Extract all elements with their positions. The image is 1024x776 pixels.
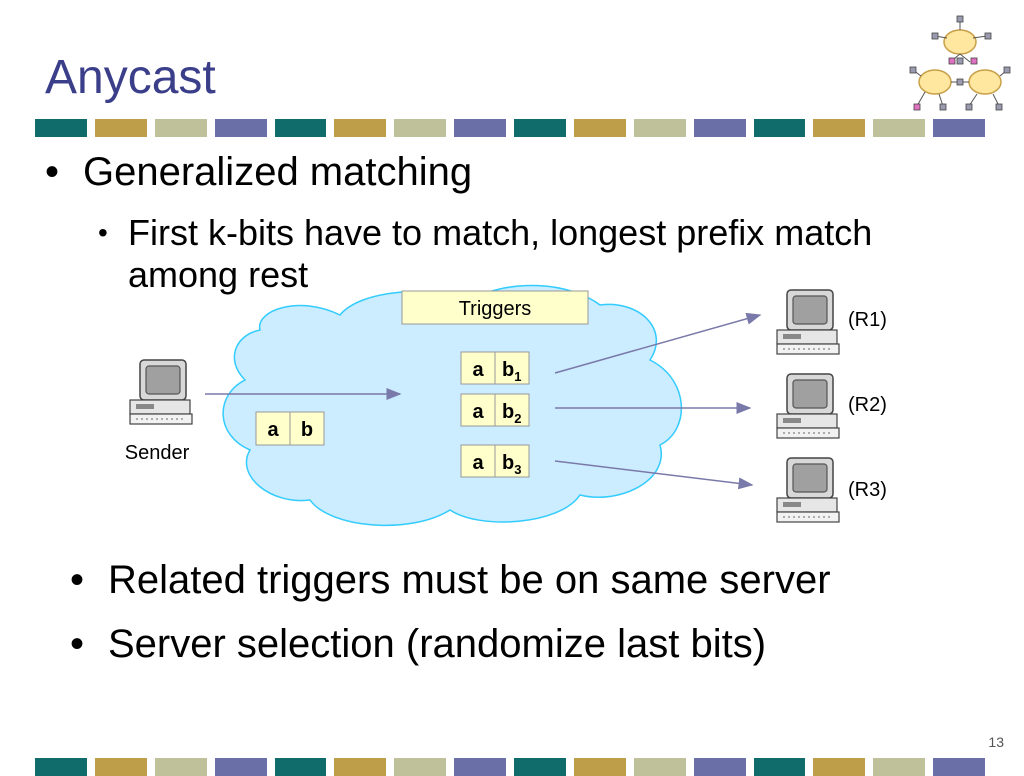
page-number: 13	[988, 734, 1004, 750]
trigger-3-b-label: b	[502, 452, 514, 474]
receiver-r3-label: (R3)	[848, 479, 887, 501]
packet-a-label: a	[267, 419, 279, 441]
svg-text:b2: b2	[502, 401, 521, 426]
arrow-trigger-1-to-r1	[554, 312, 762, 374]
triggers-label: Triggers	[459, 298, 532, 320]
trigger-box-3: a b3	[460, 444, 530, 478]
trigger-1-b-label: b	[502, 359, 514, 381]
packet-b-label: b	[301, 419, 313, 441]
network-logo-icon	[909, 15, 1011, 111]
receiver-r1-label: (R1)	[848, 309, 887, 331]
receiver-r2-computer-icon	[776, 373, 840, 439]
sender-computer-icon	[129, 359, 193, 425]
trigger-box-2: a b2	[460, 393, 530, 427]
sender-label: Sender	[125, 442, 190, 464]
slide-title: Anycast	[45, 51, 216, 104]
trigger-2-b-label: b	[502, 401, 514, 423]
decorative-color-bar-bottom	[35, 758, 985, 776]
trigger-1-a-label: a	[472, 359, 484, 381]
receiver-r2-label: (R2)	[848, 394, 887, 416]
bullet-icon: •	[70, 558, 85, 602]
receiver-r3-computer-icon	[776, 457, 840, 523]
svg-text:b3: b3	[502, 452, 521, 477]
trigger-3-a-label: a	[472, 452, 484, 474]
bullet-icon: •	[98, 217, 108, 248]
receiver-r1-computer-icon	[776, 289, 840, 355]
trigger-3-subscript: 3	[514, 462, 521, 477]
trigger-2-a-label: a	[472, 401, 484, 423]
trigger-1-subscript: 1	[514, 369, 521, 384]
arrow-trigger-3-to-r3	[554, 460, 754, 490]
packet-box: a b	[255, 411, 325, 446]
trigger-box-1: a b1	[460, 351, 530, 385]
svg-text:b1: b1	[502, 359, 521, 384]
bullet-icon: •	[70, 622, 85, 666]
bullet-icon: •	[45, 150, 60, 194]
decorative-color-bar-top	[35, 119, 985, 137]
triggers-label-box	[401, 290, 589, 325]
trigger-2-subscript: 2	[514, 411, 521, 426]
